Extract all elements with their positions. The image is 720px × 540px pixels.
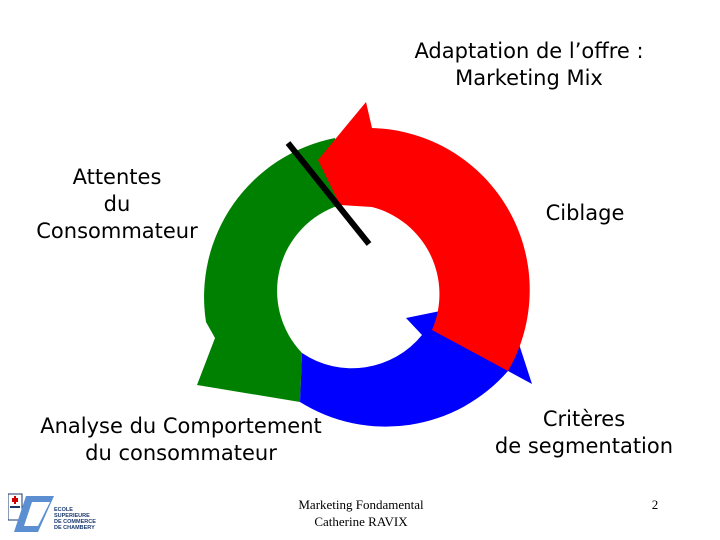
red-arrow (318, 102, 530, 371)
green-arrow (197, 138, 340, 402)
label-ciblage: Ciblage (545, 201, 625, 225)
separator-line (285, 141, 372, 246)
footer-course-info: Marketing Fondamental Catherine RAVIX (298, 497, 424, 529)
label-criteres-segmentation: Critères de segmentation (494, 407, 674, 458)
label-analyse-comportement: Analyse du Comportement du consommateur (40, 414, 322, 465)
school-logo-text: ECOLE SUPERIEURE DE COMMERCE DE CHAMBERY (54, 507, 96, 531)
label-marketing-mix: Adaptation de l’offre : Marketing Mix (414, 39, 644, 90)
page-number: 2 (651, 497, 659, 512)
school-logo (8, 493, 54, 532)
label-attentes-consommateur: Attentes du Consommateur (36, 165, 198, 243)
